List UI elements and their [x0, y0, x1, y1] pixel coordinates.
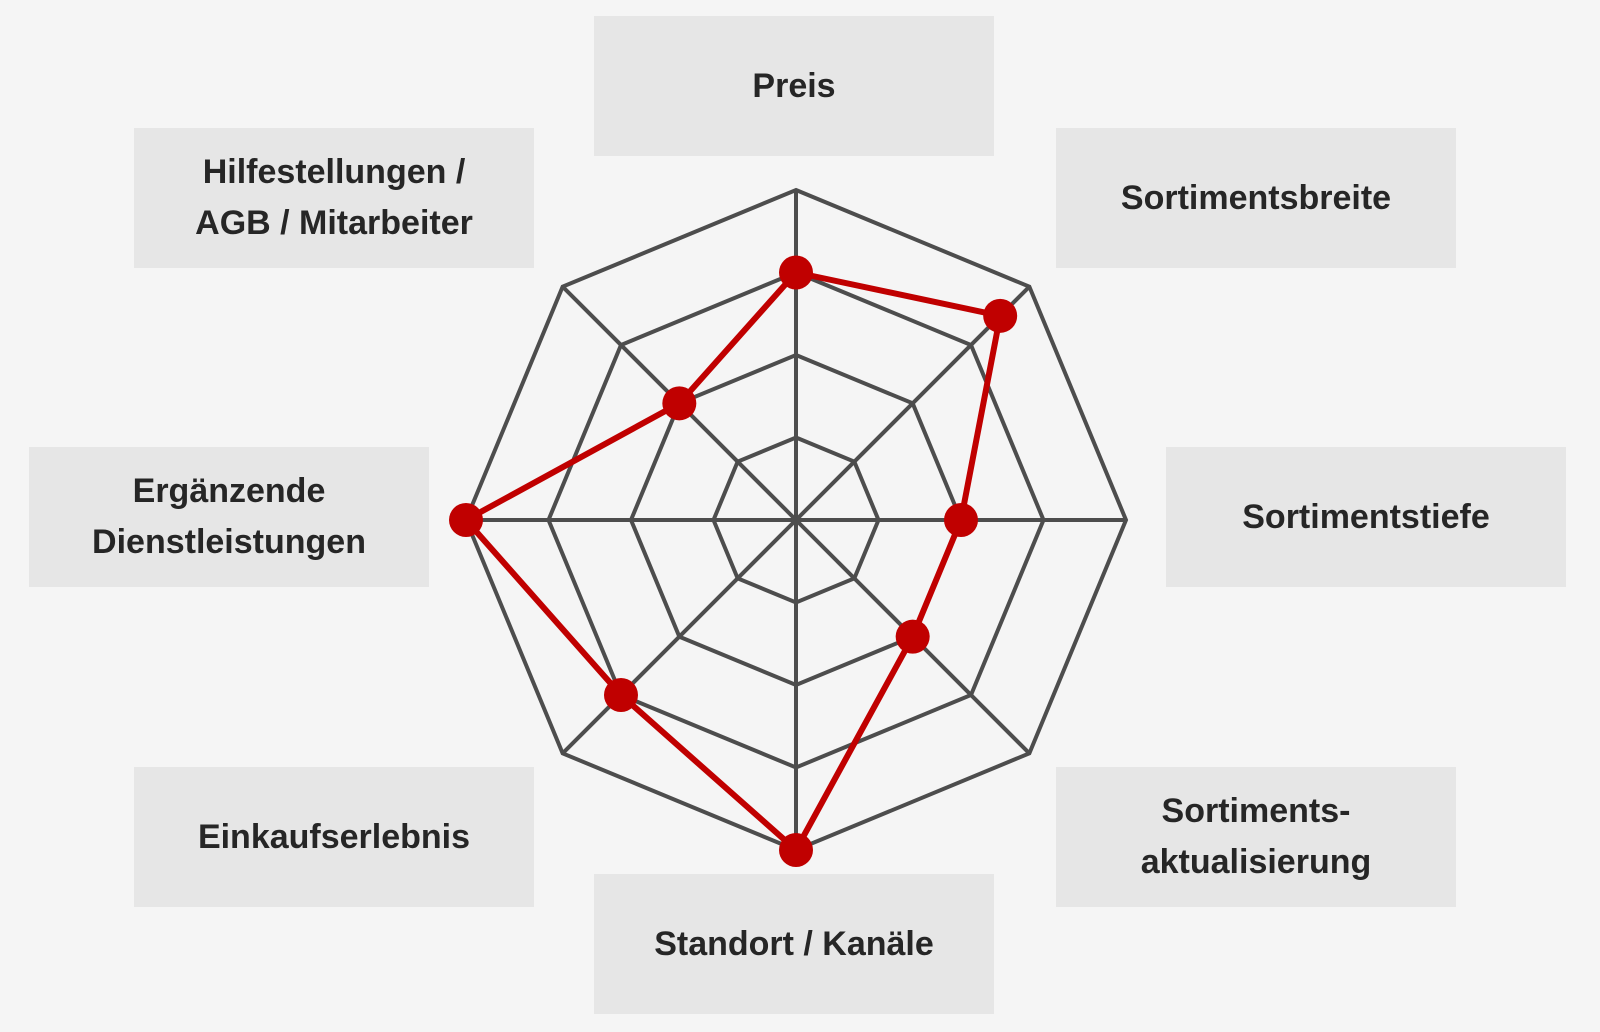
data-point-4 — [895, 619, 930, 654]
axis-label-preis: Preis — [752, 66, 836, 105]
radar-grid — [463, 187, 1129, 853]
axis-label-box-sortimentsaktualisierung: Sortiments- aktualisierung — [1056, 767, 1456, 907]
grid-spoke-6 — [561, 518, 798, 755]
axis-label-box-ergaenzende-dienstleistungen: Ergänzende Dienstleistungen — [29, 447, 429, 587]
axis-label-box-sortimentsbreite: Sortimentsbreite — [1056, 128, 1456, 268]
axis-label-ergaenzende-dienstleistungen: Ergänzende Dienstleistungen — [92, 472, 366, 561]
data-point-5 — [779, 833, 813, 867]
data-point-6 — [603, 678, 638, 713]
data-point-7 — [449, 503, 483, 537]
axis-label-sortimentstiefe: Sortimentstiefe — [1242, 497, 1490, 536]
axis-label-box-sortimentstiefe: Sortimentstiefe — [1166, 447, 1566, 587]
axis-label-box-standort-kanaele: Standort / Kanäle — [594, 874, 994, 1014]
series-line — [463, 269, 1004, 853]
data-point-3 — [944, 503, 978, 537]
axis-label-standort-kanaele: Standort / Kanäle — [654, 924, 934, 963]
data-point-1 — [779, 255, 813, 290]
axis-label-box-preis: Preis — [594, 16, 994, 156]
axis-label-sortimentsbreite: Sortimentsbreite — [1120, 178, 1392, 217]
axis-label-hilfestellungen: Hilfestellungen / AGB / Mitarbeiter — [195, 153, 473, 242]
axis-label-einkaufserlebnis: Einkaufserlebnis — [197, 817, 471, 856]
data-point-8 — [662, 386, 697, 421]
axis-label-box-hilfestellungen: Hilfestellungen / AGB / Mitarbeiter — [134, 128, 534, 268]
data-point-2 — [983, 298, 1018, 333]
axis-label-box-einkaufserlebnis: Einkaufserlebnis — [134, 767, 534, 907]
radar-series — [449, 255, 1018, 867]
axis-label-sortimentsaktualisierung: Sortiments- aktualisierung — [1140, 792, 1372, 881]
